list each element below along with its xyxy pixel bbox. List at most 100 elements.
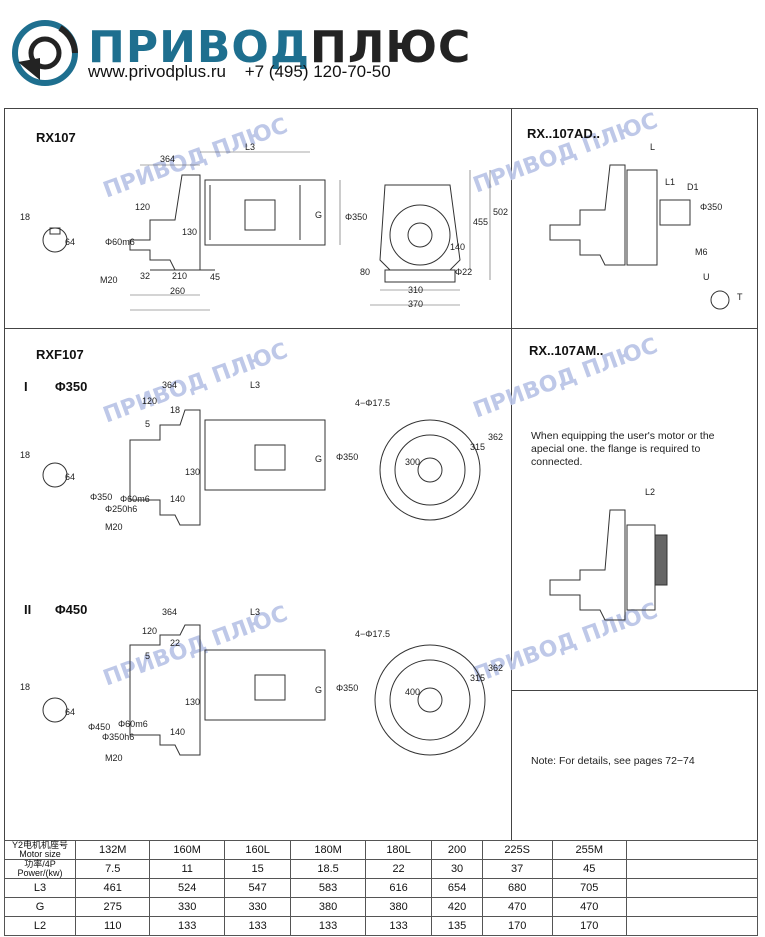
dim-label: 18 [20, 212, 30, 222]
table-cell: 654 [431, 878, 483, 898]
dim-label: L2 [645, 487, 655, 497]
dim-label: 130 [185, 467, 200, 477]
table-cell: 616 [364, 878, 433, 898]
dim-label: Φ350h6 [102, 732, 134, 742]
dim-label: 260 [170, 286, 185, 296]
table-cell: 15 [223, 859, 292, 879]
table-row: G 275 330 330 380 380 420 470 470 [4, 897, 758, 917]
dim-label: 18 [20, 682, 30, 692]
table-row: L2 110 133 133 133 133 135 170 170 [4, 916, 758, 936]
title-rx107: RX107 [36, 130, 76, 145]
dim-label: 32 [140, 271, 150, 281]
dim-label: 400 [405, 687, 420, 697]
dim-label: Φ22 [455, 267, 472, 277]
details-note: Note: For details, see pages 72−74 [531, 755, 695, 767]
dim-label: 4−Φ17.5 [355, 629, 390, 639]
variant-flange-2: Φ450 [55, 602, 88, 617]
table-row-label: G [4, 897, 76, 917]
dim-label: L3 [250, 607, 260, 617]
table-cell-empty [626, 878, 758, 898]
website-link[interactable]: www.privodplus.ru [88, 62, 226, 81]
table-cell: 170 [551, 916, 627, 936]
table-cell: 200 [431, 840, 483, 860]
dim-label: 22 [170, 638, 180, 648]
dim-label: Φ450 [88, 722, 110, 732]
table-cell: 180M [290, 840, 366, 860]
table-cell: 132M [74, 840, 151, 860]
table-cell: 470 [481, 897, 553, 917]
dim-label: 140 [450, 242, 465, 252]
table-cell: 547 [223, 878, 292, 898]
dim-label: 130 [185, 697, 200, 707]
table-cell: 380 [290, 897, 366, 917]
contact-line: www.privodplus.ru +7 (495) 120-70-50 [88, 62, 405, 82]
table-row: L3 461 524 547 583 616 654 680 705 [4, 878, 758, 898]
dim-label: Φ60m6 [120, 494, 150, 504]
table-row-label: L3 [4, 878, 76, 898]
drawing-rx-ad: L L1 D1 Φ350 M6 U T [549, 142, 743, 310]
dim-label: 300 [405, 457, 420, 467]
drawing-rxf107-i: 364 L3 120 18 5 130 G Φ350 18 64 Φ350 Φ2… [20, 380, 503, 532]
dim-label: 362 [488, 432, 503, 442]
table-cell: 37 [481, 859, 553, 879]
drawing-rxf107-ii: 364 L3 120 22 5 130 G Φ350 18 64 Φ450 Φ3… [20, 607, 503, 763]
dim-label: G [315, 685, 322, 695]
table-cell: 461 [74, 878, 151, 898]
variant-roman-1: I [24, 379, 28, 394]
dim-label: 5 [145, 651, 150, 661]
table-cell: 420 [431, 897, 483, 917]
table-cell: 133 [364, 916, 433, 936]
table-cell: 330 [223, 897, 292, 917]
dim-label: 364 [162, 380, 177, 390]
dim-label: M20 [105, 753, 123, 763]
table-cell: 524 [149, 878, 225, 898]
dim-label: M20 [105, 522, 123, 532]
table-row-label: L2 [4, 916, 76, 936]
dim-label: Φ350 [90, 492, 112, 502]
table-cell: 135 [431, 916, 483, 936]
dim-label: 502 [493, 207, 508, 217]
table-cell: 583 [290, 878, 366, 898]
dim-label: L3 [245, 142, 255, 152]
dim-label: 310 [408, 285, 423, 295]
table-cell: 30 [431, 859, 483, 879]
drawing-frame [4, 108, 758, 936]
dim-label: T [737, 292, 743, 302]
dim-label: G [315, 210, 322, 220]
divider-vertical [511, 108, 512, 840]
variant-flange-1: Φ350 [55, 379, 88, 394]
dim-label: 120 [142, 396, 157, 406]
dim-label: 130 [182, 227, 197, 237]
table-cell: 225S [481, 840, 553, 860]
dim-label: G [315, 454, 322, 464]
table-cell: 180L [364, 840, 433, 860]
table-cell: 705 [551, 878, 627, 898]
table-cell: 170 [481, 916, 553, 936]
dim-label: 120 [142, 626, 157, 636]
variant-roman-2: II [24, 602, 32, 617]
dim-label: Φ350 [336, 452, 358, 462]
dim-label: 45 [210, 272, 220, 282]
dim-label: 370 [408, 299, 423, 309]
am-note: When equipping the user's motor or the a… [531, 430, 715, 468]
dim-label: 120 [135, 202, 150, 212]
drawing-rx107: 18 64 364 L3 120 130 G Φ350 Φ60m6 M20 32… [20, 142, 508, 311]
dim-label: 210 [172, 271, 187, 281]
table-cell: 255M [551, 840, 627, 860]
table-cell: 18.5 [290, 859, 366, 879]
dim-label: 80 [360, 267, 370, 277]
table-cell-empty [626, 840, 758, 860]
table-cell: 680 [481, 878, 553, 898]
table-cell-empty [626, 859, 758, 879]
dim-label: 140 [170, 727, 185, 737]
dim-label: 4−Φ17.5 [355, 398, 390, 408]
dim-label: L [650, 142, 655, 152]
dim-label: 140 [170, 494, 185, 504]
dim-label: L1 [665, 177, 675, 187]
drawing-rx-am: L2 [549, 487, 668, 621]
dim-label: Φ350 [336, 683, 358, 693]
divider-horizontal-right [511, 690, 758, 691]
